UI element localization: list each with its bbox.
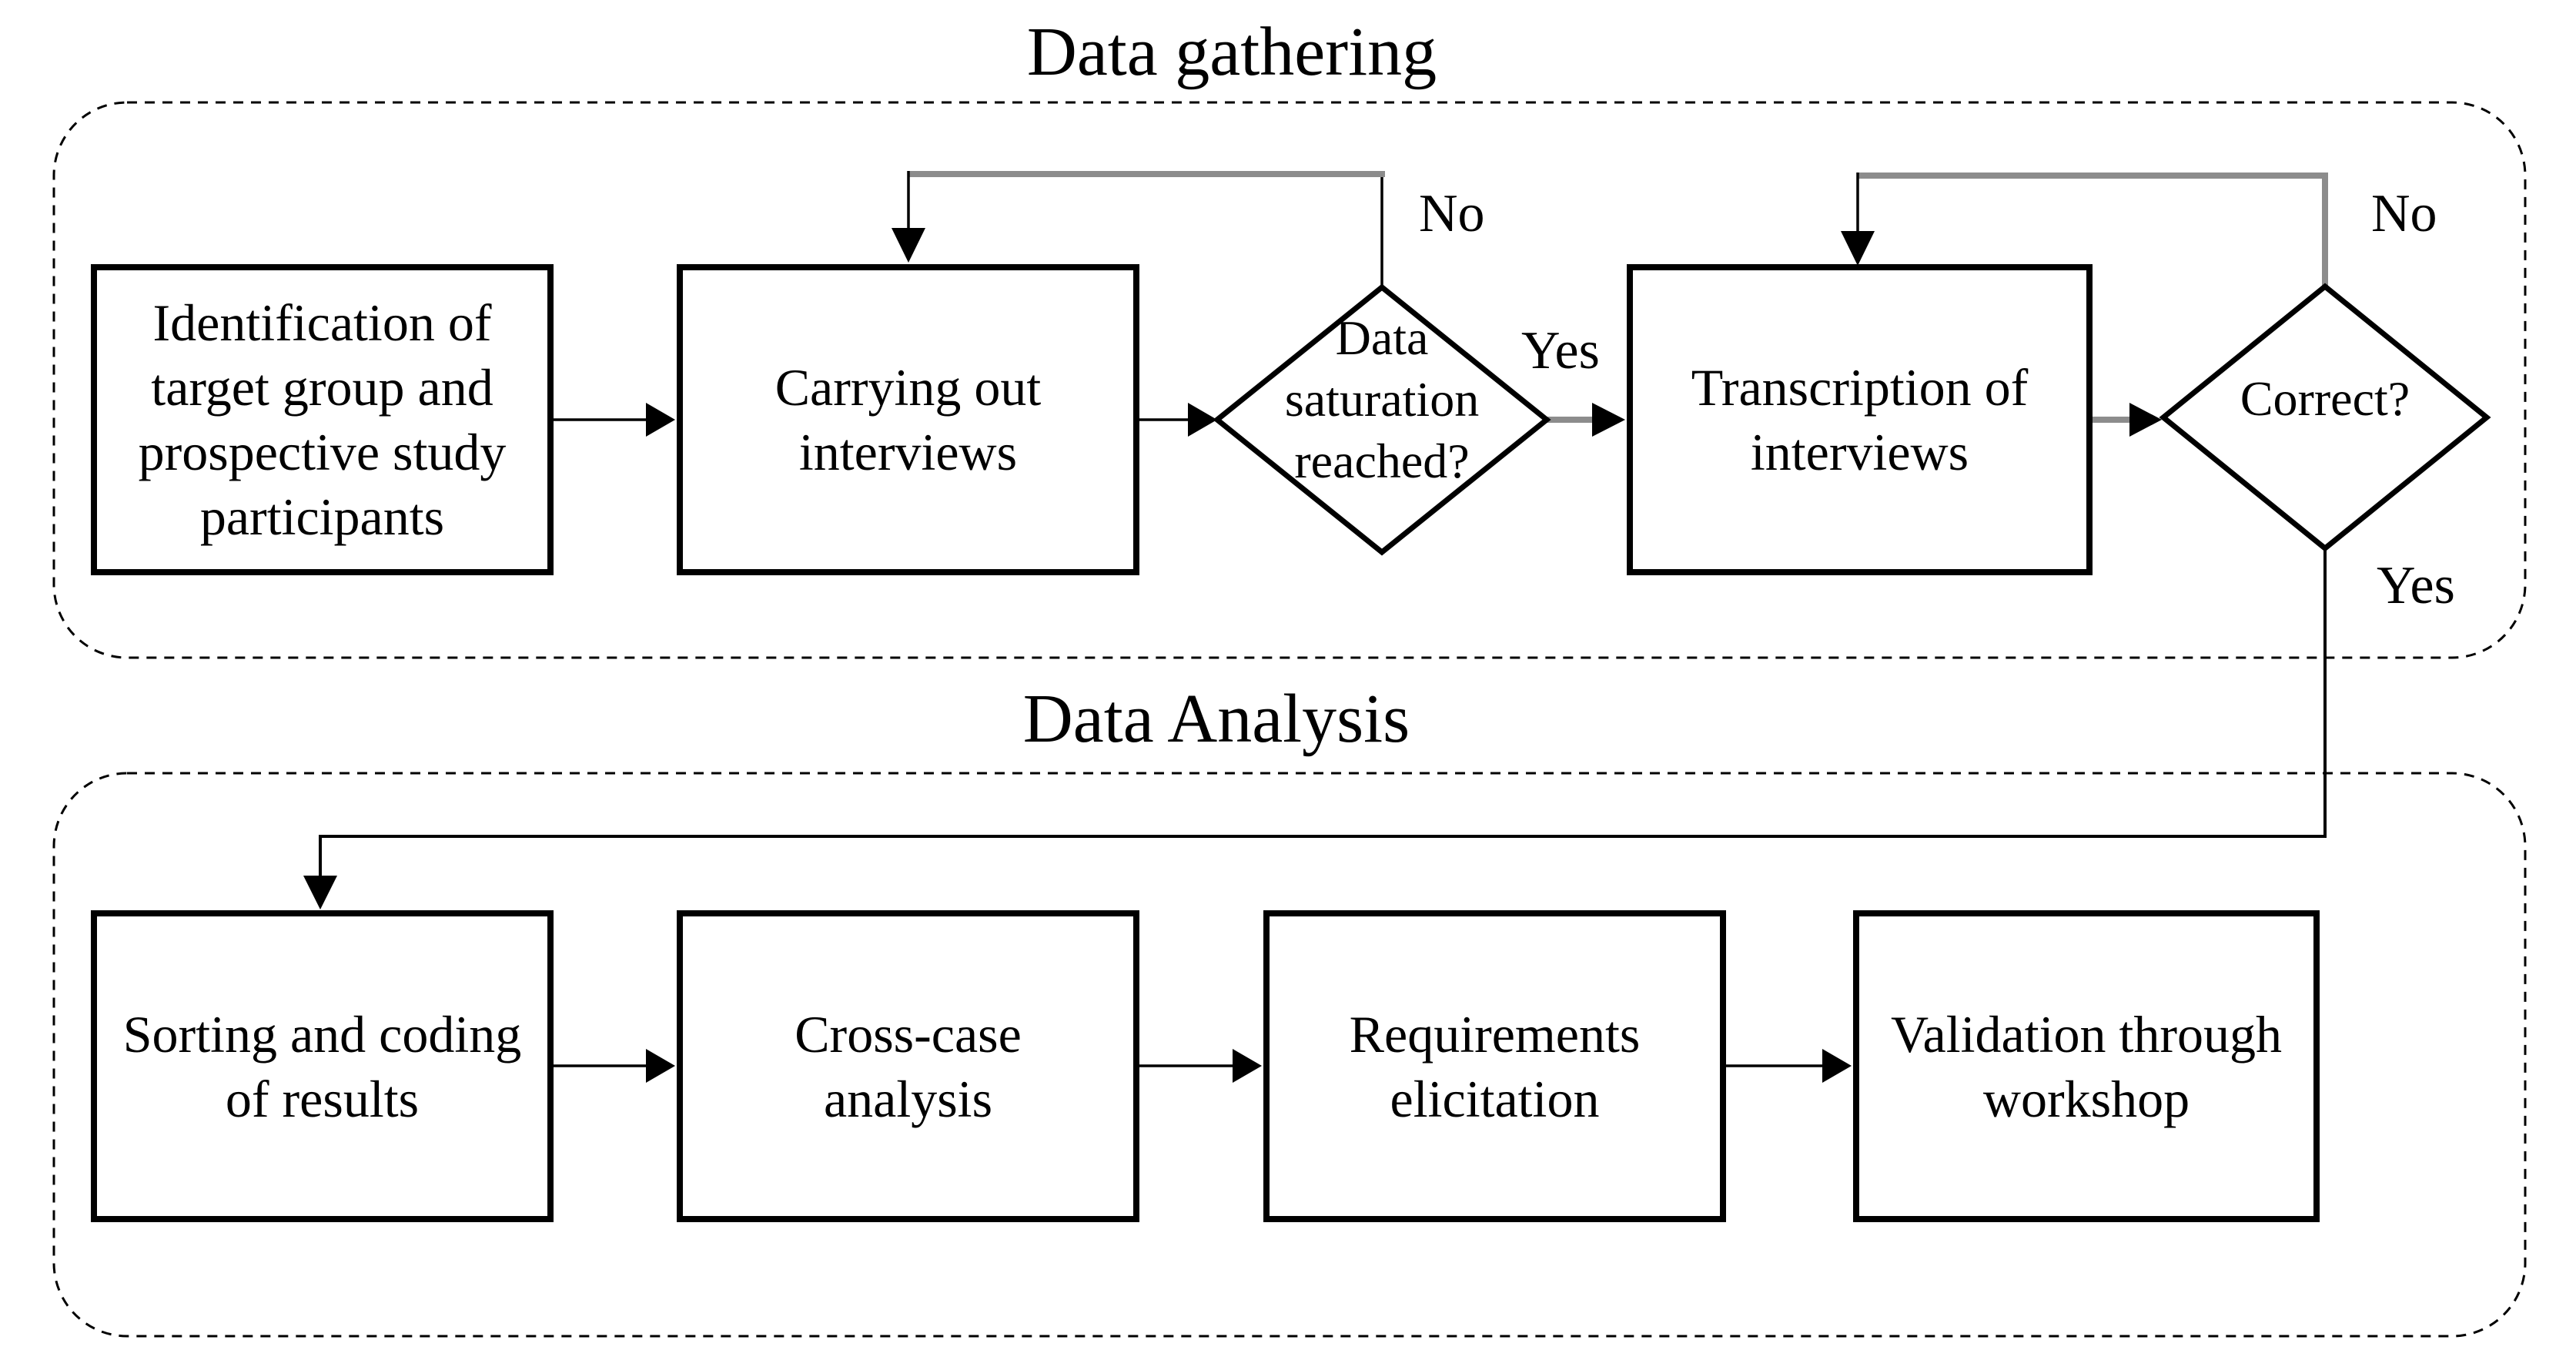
arrowhead-icon <box>1592 403 1625 437</box>
edge-label-correct-no: No <box>2371 184 2437 243</box>
correct-yes-path-line <box>319 548 2327 877</box>
node-label: Transcription of interviews <box>1691 358 2029 481</box>
arrowhead-icon <box>892 228 925 263</box>
process-requirements: Requirements elicitation <box>1263 910 1726 1222</box>
node-label: Requirements elicitation <box>1349 1004 1641 1128</box>
arrowhead-icon <box>646 403 675 437</box>
arrowhead-icon <box>1233 1049 1262 1083</box>
node-label: Correct? <box>2240 371 2410 426</box>
process-identification: Identification of target group and prosp… <box>91 264 554 575</box>
section-title-analysis: Data Analysis <box>1022 681 1410 757</box>
process-sorting: Sorting and coding of results <box>91 910 554 1222</box>
analysis-container-border <box>52 772 2527 1338</box>
process-cross-case: Cross-case analysis <box>677 910 1139 1222</box>
edge-label-correct-yes: Yes <box>2377 556 2455 615</box>
decision-saturation-shape <box>1213 283 1551 556</box>
process-validation: Validation through workshop <box>1853 910 2320 1222</box>
gathering-container-border <box>52 101 2527 659</box>
process-carrying-out: Carrying out interviews <box>677 264 1139 575</box>
edge-label-saturation-no: No <box>1419 184 1485 243</box>
arrowhead-icon <box>1822 1049 1852 1083</box>
arrowhead-icon <box>2129 403 2162 437</box>
arrowhead-icon <box>1188 403 1217 437</box>
node-label: Carrying out interviews <box>774 358 1042 481</box>
arrowhead-icon <box>646 1049 675 1083</box>
decision-correct-label: Correct? <box>2163 268 2487 530</box>
section-title-gathering: Data gathering <box>1026 14 1437 90</box>
edge-label-saturation-yes: Yes <box>1521 321 1600 380</box>
arrowhead-icon <box>303 876 337 909</box>
arrowhead-icon <box>1841 231 1875 266</box>
node-label: Data saturation reached? <box>1284 310 1480 488</box>
decision-correct-shape <box>2159 283 2491 552</box>
node-label: Validation through workshop <box>1890 1004 2283 1128</box>
node-label: Identification of target group and prosp… <box>138 293 507 546</box>
node-label: Sorting and coding of results <box>122 1004 522 1128</box>
process-transcription: Transcription of interviews <box>1627 264 2093 575</box>
node-label: Cross-case analysis <box>795 1004 1022 1128</box>
decision-saturation-label: Data saturation reached? <box>1217 267 1547 532</box>
